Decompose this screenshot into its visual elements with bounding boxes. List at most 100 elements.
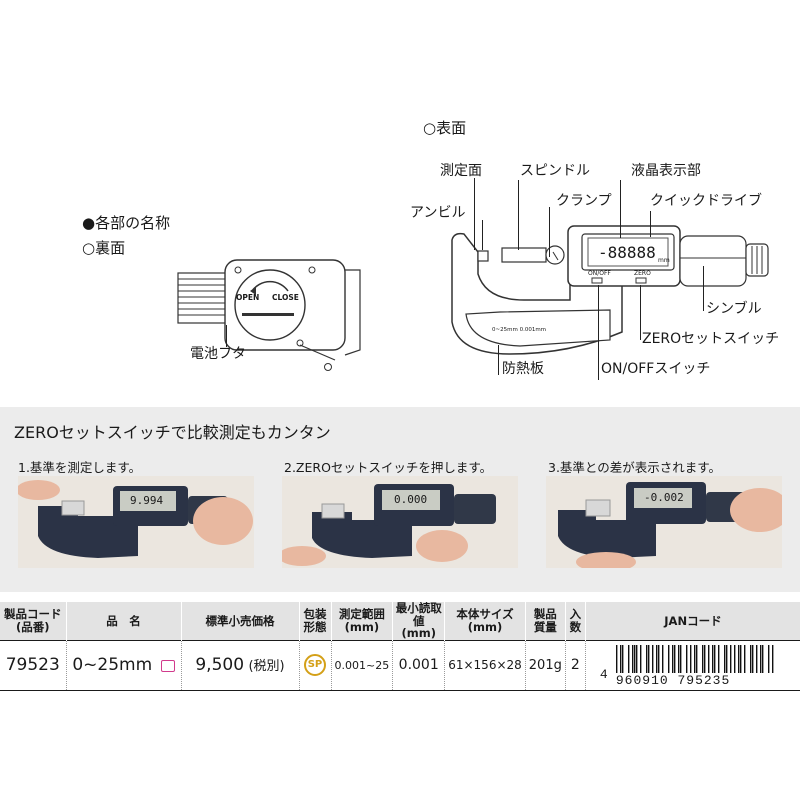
back-view-heading: ○裏面	[82, 239, 126, 257]
label-spindle: スピンドル	[520, 163, 590, 179]
barcode-bar	[615, 645, 618, 674]
battery-open-text: OPEN	[236, 293, 260, 302]
header-qty: 入数	[564, 602, 586, 641]
barcode-bar	[693, 645, 696, 674]
header-name: 品 名	[65, 602, 181, 641]
barcode-bar	[639, 645, 642, 674]
label-lcd: 液晶表示部	[631, 163, 701, 179]
table-header-row: 製品コード (品番) 品 名 標準小売価格 包装 形態 測定範囲 (mm) 最小…	[0, 602, 800, 641]
cell-price: 9,500 (税別)	[180, 639, 299, 691]
barcode-bar	[671, 645, 674, 674]
cell-name: 0~25mm	[65, 639, 181, 691]
barcode-bar	[695, 645, 698, 674]
barcode-bar	[631, 645, 634, 674]
barcode-bar	[723, 645, 726, 674]
barcode-bar	[667, 645, 670, 674]
label-measuring-face: 測定面	[440, 163, 482, 179]
cell-pack: SP	[298, 639, 331, 691]
header-size: 本体サイズ (mm)	[444, 602, 526, 641]
cell-range: 0.001~25	[330, 639, 393, 691]
barcode-bar	[647, 645, 650, 674]
jan-digits: 960910 795235	[615, 673, 731, 689]
label-clamp: クランプ	[556, 193, 612, 209]
barcode-bar	[657, 645, 660, 674]
label-onoff-switch: ON/OFFスイッチ	[601, 361, 711, 377]
label-zero-switch: ZEROセットスイッチ	[642, 331, 780, 347]
label-anvil: アンビル	[410, 205, 466, 221]
jan-first-digit: 4	[599, 667, 608, 683]
step-1-photo: 9.994	[18, 476, 254, 568]
header-code: 製品コード (品番)	[0, 602, 66, 641]
step-1-caption: 1.基準を測定します。	[18, 460, 142, 475]
barcode-bar	[713, 645, 716, 674]
barcode-bar	[689, 645, 692, 674]
barcode-bar	[739, 645, 742, 674]
barcode-bar	[685, 645, 688, 674]
barcode-bar	[749, 645, 752, 674]
barcode-bar	[651, 645, 654, 674]
barcode-bar	[751, 645, 754, 674]
battery-close-text: CLOSE	[272, 293, 299, 302]
table-row: 79523 0~25mm 9,500 (税別) SP 0.001~25 0.00…	[0, 639, 800, 691]
barcode-bar	[619, 645, 622, 674]
step-2-caption: 2.ZEROセットスイッチを押します。	[284, 460, 493, 475]
cell-weight: 201g	[524, 639, 566, 691]
header-range: 測定範囲 (mm)	[330, 602, 393, 641]
step-1-display: 9.994	[130, 494, 164, 507]
device-range-text: 0~25mm 0.001mm	[492, 327, 547, 333]
barcode-bar	[677, 645, 680, 674]
label-heat-shield: 防熱板	[502, 361, 544, 377]
product-table: 製品コード (品番) 品 名 標準小売価格 包装 形態 測定範囲 (mm) 最小…	[0, 602, 800, 691]
barcode-bar	[635, 645, 638, 674]
jan-barcode: 4 960910 795235	[599, 645, 790, 689]
barcode-bar	[771, 645, 774, 674]
barcode-bar	[703, 645, 706, 674]
barcode-bar	[733, 645, 736, 674]
label-quick-drive: クイックドライブ	[650, 193, 762, 209]
barcode-bar	[661, 645, 664, 674]
barcode-bar	[743, 645, 746, 674]
header-pack: 包装 形態	[298, 602, 331, 641]
barcode-bar	[717, 645, 720, 674]
device-onoff-label: ON/OFF	[588, 270, 611, 277]
step-2-display: 0.000	[394, 493, 428, 506]
product-icon	[160, 660, 175, 673]
sp-badge-icon: SP	[304, 654, 326, 677]
barcode-bar	[729, 645, 732, 674]
barcode-bar	[655, 645, 658, 674]
back-view-illustration: OPEN CLOSE	[170, 255, 370, 375]
device-unit: mm	[658, 257, 670, 264]
barcode-bar	[701, 645, 704, 674]
device-display: -88888	[598, 243, 656, 262]
header-jan: JANコード	[584, 602, 800, 641]
barcode-bar	[767, 645, 770, 674]
barcode-bars-icon	[615, 645, 774, 674]
label-thimble: シンブル	[706, 301, 762, 317]
barcode-bar	[673, 645, 676, 674]
cell-jan: 4 960910 795235	[584, 639, 800, 691]
comparison-title: ZEROセットスイッチで比較測定もカンタン	[14, 423, 331, 442]
battery-cover-label: 電池フタ	[190, 346, 246, 362]
step-3-display: -0.002	[644, 491, 684, 504]
barcode-bar	[679, 645, 682, 674]
barcode-bar	[633, 645, 636, 674]
step-3-photo: -0.002	[546, 476, 782, 568]
cell-min: 0.001	[392, 639, 445, 691]
cell-code: 79523	[0, 639, 66, 691]
barcode-bar	[627, 645, 630, 674]
barcode-bar	[759, 645, 762, 674]
cell-qty: 2	[564, 639, 586, 691]
barcode-bar	[621, 645, 624, 674]
barcode-bar	[737, 645, 740, 674]
header-price: 標準小売価格	[180, 602, 299, 641]
parts-names-heading: ●各部の名称	[82, 214, 171, 232]
barcode-bar	[761, 645, 764, 674]
header-weight: 製品 質量	[524, 602, 566, 641]
barcode-bar	[711, 645, 714, 674]
cell-size: 61×156×28	[444, 639, 526, 691]
device-zero-label: ZERO	[634, 270, 651, 277]
step-3-caption: 3.基準との差が表示されます。	[548, 460, 722, 475]
barcode-bar	[707, 645, 710, 674]
micrometer-illustration: -88888 mm ON/OFF ZERO 0~25mm 0.001mm	[440, 222, 780, 372]
step-2-photo: 0.000	[282, 476, 518, 568]
